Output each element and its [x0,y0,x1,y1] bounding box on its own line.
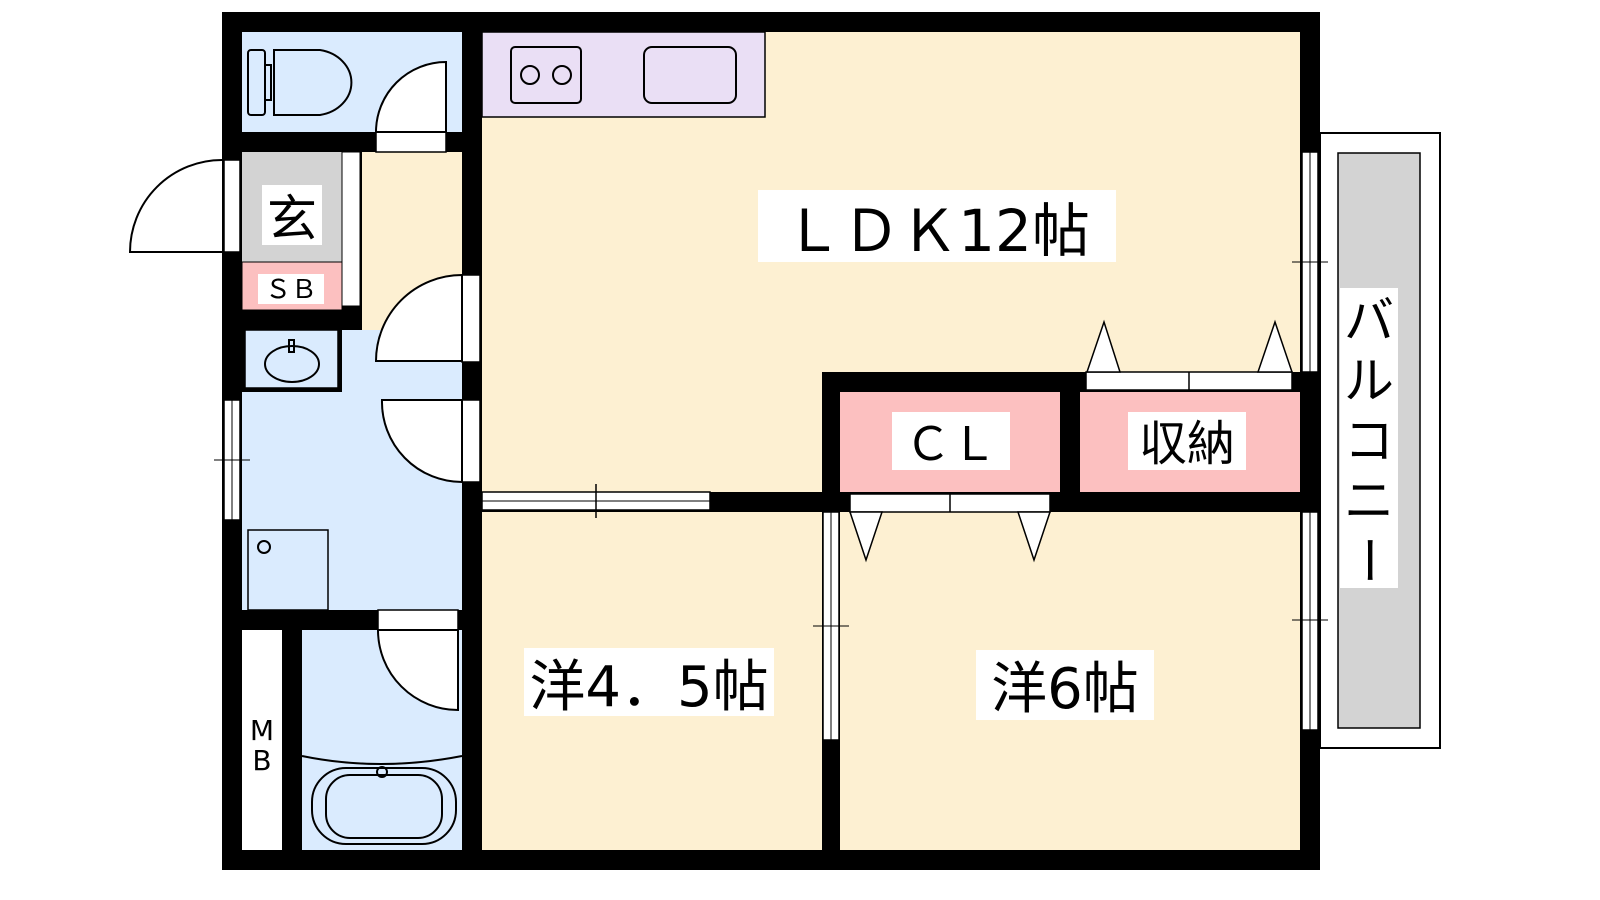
svg-text:ニ: ニ [1344,472,1394,530]
entrance-door[interactable] [223,159,241,253]
svg-text:コ: コ [1344,412,1394,470]
balcony-label: バ ル コ ニ ー [1339,292,1397,585]
entrance-label: 玄 [267,190,317,248]
western-small-label: 洋4．5帖 [529,655,768,720]
toilet-icon [247,49,353,116]
kitchen-sink-icon [643,46,737,104]
ldk-door[interactable] [461,274,481,363]
bath-door[interactable] [377,609,459,631]
washbasin-icon [264,339,320,383]
hall-partition [341,151,361,307]
storage-label: 収納 [1139,416,1235,472]
closet-label: ＣＬ [905,417,997,471]
washbasin-counter [244,329,339,389]
toilet-door[interactable] [375,131,447,153]
meter-box [242,630,282,850]
entrance-door-swing [128,159,223,253]
meter-box-label-b: B [252,744,271,777]
shoe-box-label: ＳＢ [265,275,317,305]
bathtub-icon [301,755,463,845]
meter-box-label-m: M [250,714,274,747]
svg-text:ー: ー [1339,535,1397,585]
western-large-label: 洋6帖 [991,657,1139,722]
stove-icon [510,46,582,104]
svg-text:バ: バ [1344,292,1394,350]
svg-text:ル: ル [1344,352,1394,410]
ldk-label: ＬＤＫ12帖 [784,197,1090,265]
washroom-door[interactable] [461,399,481,483]
washing-machine-icon [247,529,329,611]
kitchen-counter [481,31,766,118]
